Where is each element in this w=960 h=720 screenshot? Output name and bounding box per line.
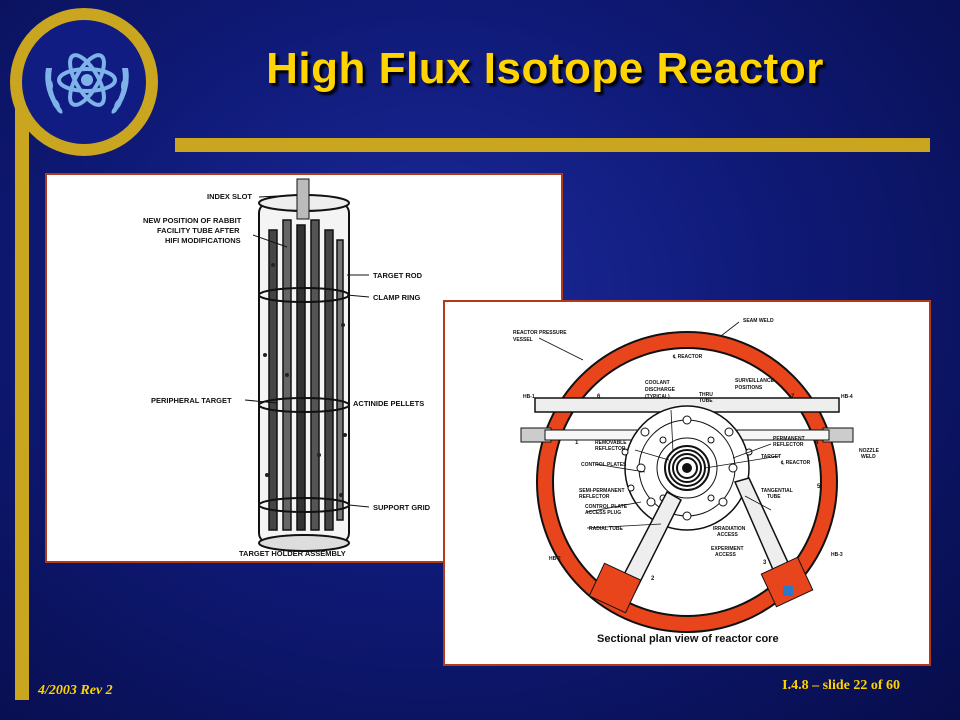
label-index-slot: INDEX SLOT: [207, 192, 252, 201]
label-exp-1: EXPERIMENT: [711, 546, 744, 552]
label-cpap-2: ACCESS PLUG: [585, 510, 621, 516]
label-n2: 2: [651, 576, 655, 582]
label-semi-1: SEMI-PERMANENT: [579, 488, 625, 494]
label-tangential-2: TUBE: [767, 494, 781, 500]
label-rpv-1: REACTOR PRESSURE: [513, 330, 567, 336]
slide-title: High Flux Isotope Reactor: [266, 44, 824, 93]
frame-horizontal-bar: [175, 138, 930, 152]
label-target-rod: TARGET ROD: [373, 271, 423, 280]
footer-date: 4/2003 Rev 2: [38, 683, 113, 698]
label-irr-2: ACCESS: [717, 532, 739, 538]
label-caption-right: Sectional plan view of reactor core: [597, 633, 779, 645]
label-surv-1: SURVEILLANCE: [735, 378, 774, 384]
label-hb3: HB-3: [831, 552, 843, 558]
label-caption-left: TARGET HOLDER ASSEMBLY: [239, 549, 346, 558]
label-coolant-2: DISCHARGE: [645, 387, 676, 393]
label-removable-2: REFLECTOR: [595, 446, 626, 452]
label-nozzle-2: WELD: [861, 454, 876, 460]
label-thru-1: THRU: [699, 392, 713, 398]
label-n1: 1: [575, 440, 579, 446]
label-permanent-1: PERMANENT: [773, 436, 805, 442]
label-hb2: HB-2: [549, 556, 561, 562]
label-clamp-ring: CLAMP RING: [373, 293, 421, 302]
label-rabbit-2: FACILITY TUBE AFTER: [157, 226, 240, 235]
label-support-grid: SUPPORT GRID: [373, 503, 431, 512]
label-actinide-pellets: ACTINIDE PELLETS: [353, 399, 424, 408]
label-cl-reactor: ℄ REACTOR: [672, 353, 703, 360]
target-holder-drawing: INDEX SLOT NEW POSITION OF RABBIT FACILI…: [143, 178, 431, 558]
label-tangential-1: TANGENTIAL: [761, 488, 793, 494]
reactor-core-drawing: SEAM WELD REACTOR PRESSURE VESSEL ℄ REAC…: [513, 318, 880, 645]
label-radial-tube: RADIAL TUBE: [589, 526, 623, 532]
label-n5: 5: [817, 484, 821, 490]
label-n7: 7: [791, 394, 795, 400]
label-coolant-1: COOLANT: [645, 380, 670, 386]
label-exp-2: ACCESS: [715, 552, 737, 558]
label-surv-2: POSITIONS: [735, 385, 763, 391]
label-cpap-1: CONTROL PLATE: [585, 504, 628, 510]
label-n6: 6: [597, 394, 601, 400]
reactor-core-plan-diagram: SEAM WELD REACTOR PRESSURE VESSEL ℄ REAC…: [443, 300, 931, 666]
atom-laurel-icon: [45, 53, 129, 114]
label-peripheral-target: PERIPHERAL TARGET: [151, 396, 232, 405]
label-cl-reactor-2: ℄ REACTOR: [780, 459, 811, 466]
label-rabbit-1: NEW POSITION OF RABBIT: [143, 216, 242, 225]
label-rabbit-3: HIFI MODIFICATIONS: [165, 236, 241, 245]
label-coolant-3: (TYPICAL): [645, 394, 670, 400]
footer-slide-number: I.4.8 – slide 22 of 60: [782, 678, 900, 693]
label-rpv-2: VESSEL: [513, 337, 533, 343]
label-seam-weld: SEAM WELD: [743, 318, 774, 324]
label-semi-2: REFLECTOR: [579, 494, 610, 500]
label-n4: 4: [815, 440, 819, 446]
label-nozzle-1: NOZZLE: [859, 448, 880, 454]
label-removable-1: REMOVABLE: [595, 440, 627, 446]
label-n3: 3: [763, 560, 767, 566]
label-hb1: HB-1: [523, 394, 535, 400]
label-thru-2: TUBE: [699, 398, 713, 404]
label-hb4: HB-4: [841, 394, 853, 400]
frame-vertical-bar: [15, 100, 29, 700]
label-control-plates: CONTROL PLATES: [581, 462, 627, 468]
label-target: TARGET: [761, 454, 781, 460]
label-permanent-2: REFLECTOR: [773, 442, 804, 448]
label-irr-1: IRRADIATION: [713, 526, 746, 532]
